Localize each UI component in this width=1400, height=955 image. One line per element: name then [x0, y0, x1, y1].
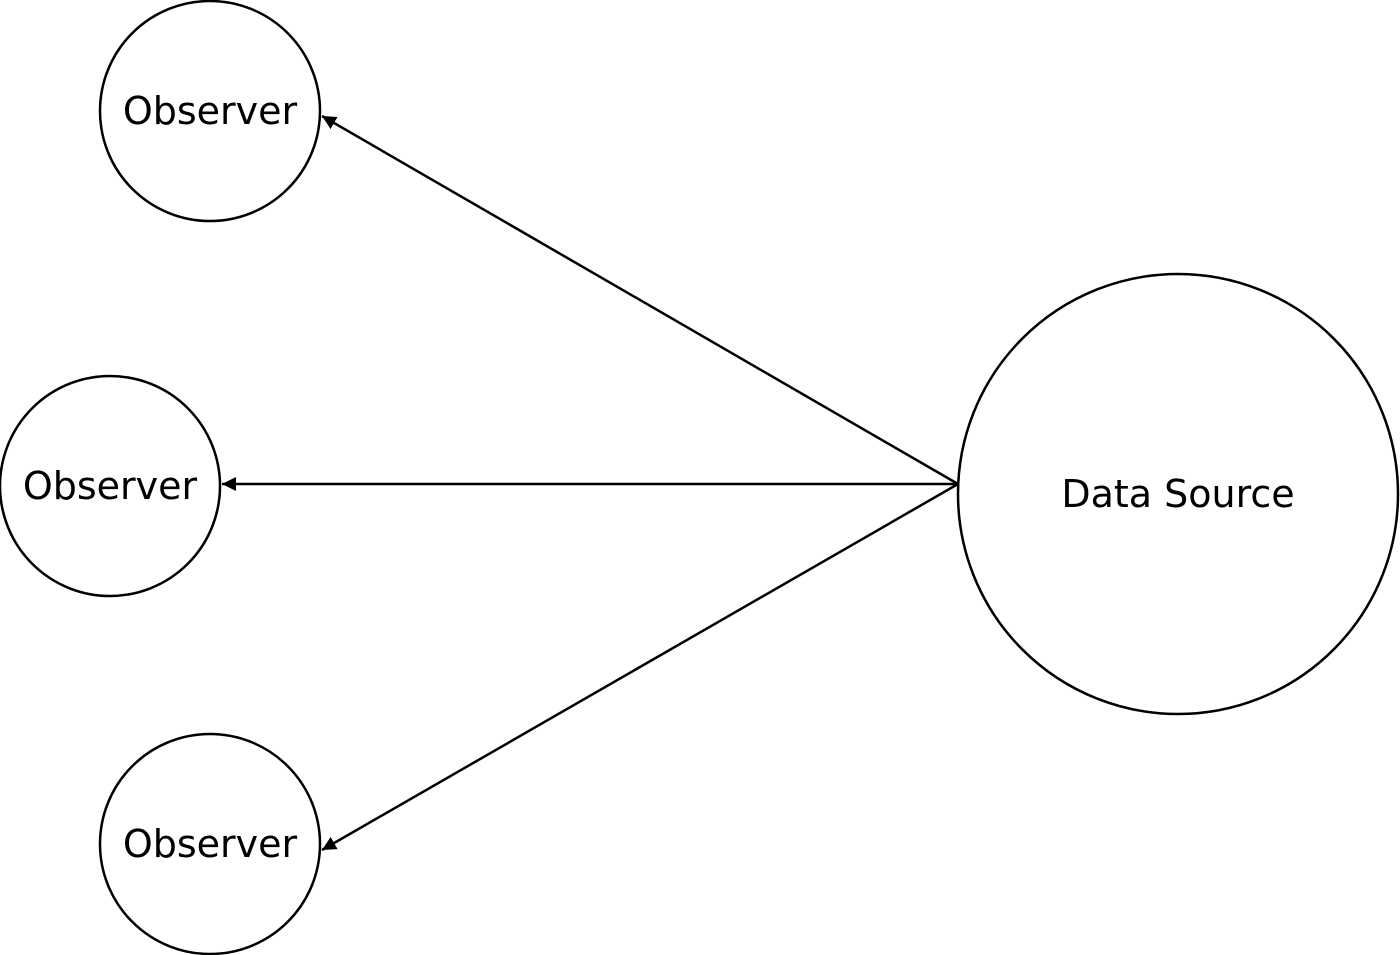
- data-source-label: Data Source: [1061, 472, 1294, 516]
- observer-top-circle: [98, 0, 322, 223]
- observer-top-label: Observer: [123, 89, 298, 133]
- node-observer-middle: Observer: [0, 374, 222, 598]
- node-observer-bottom: Observer: [98, 732, 322, 955]
- edge-data-source-to-observer-top: [321, 114, 959, 486]
- node-observer-top: Observer: [98, 0, 322, 223]
- observer-middle-label: Observer: [23, 464, 198, 508]
- observer-middle-circle: [0, 374, 222, 598]
- node-data-source: Data Source: [956, 272, 1400, 716]
- edges: [222, 114, 959, 852]
- data-source-circle: [956, 272, 1400, 716]
- observer-bottom-label: Observer: [123, 822, 298, 866]
- observer-bottom-circle: [98, 732, 322, 955]
- edge-data-source-to-observer-bottom: [321, 482, 959, 852]
